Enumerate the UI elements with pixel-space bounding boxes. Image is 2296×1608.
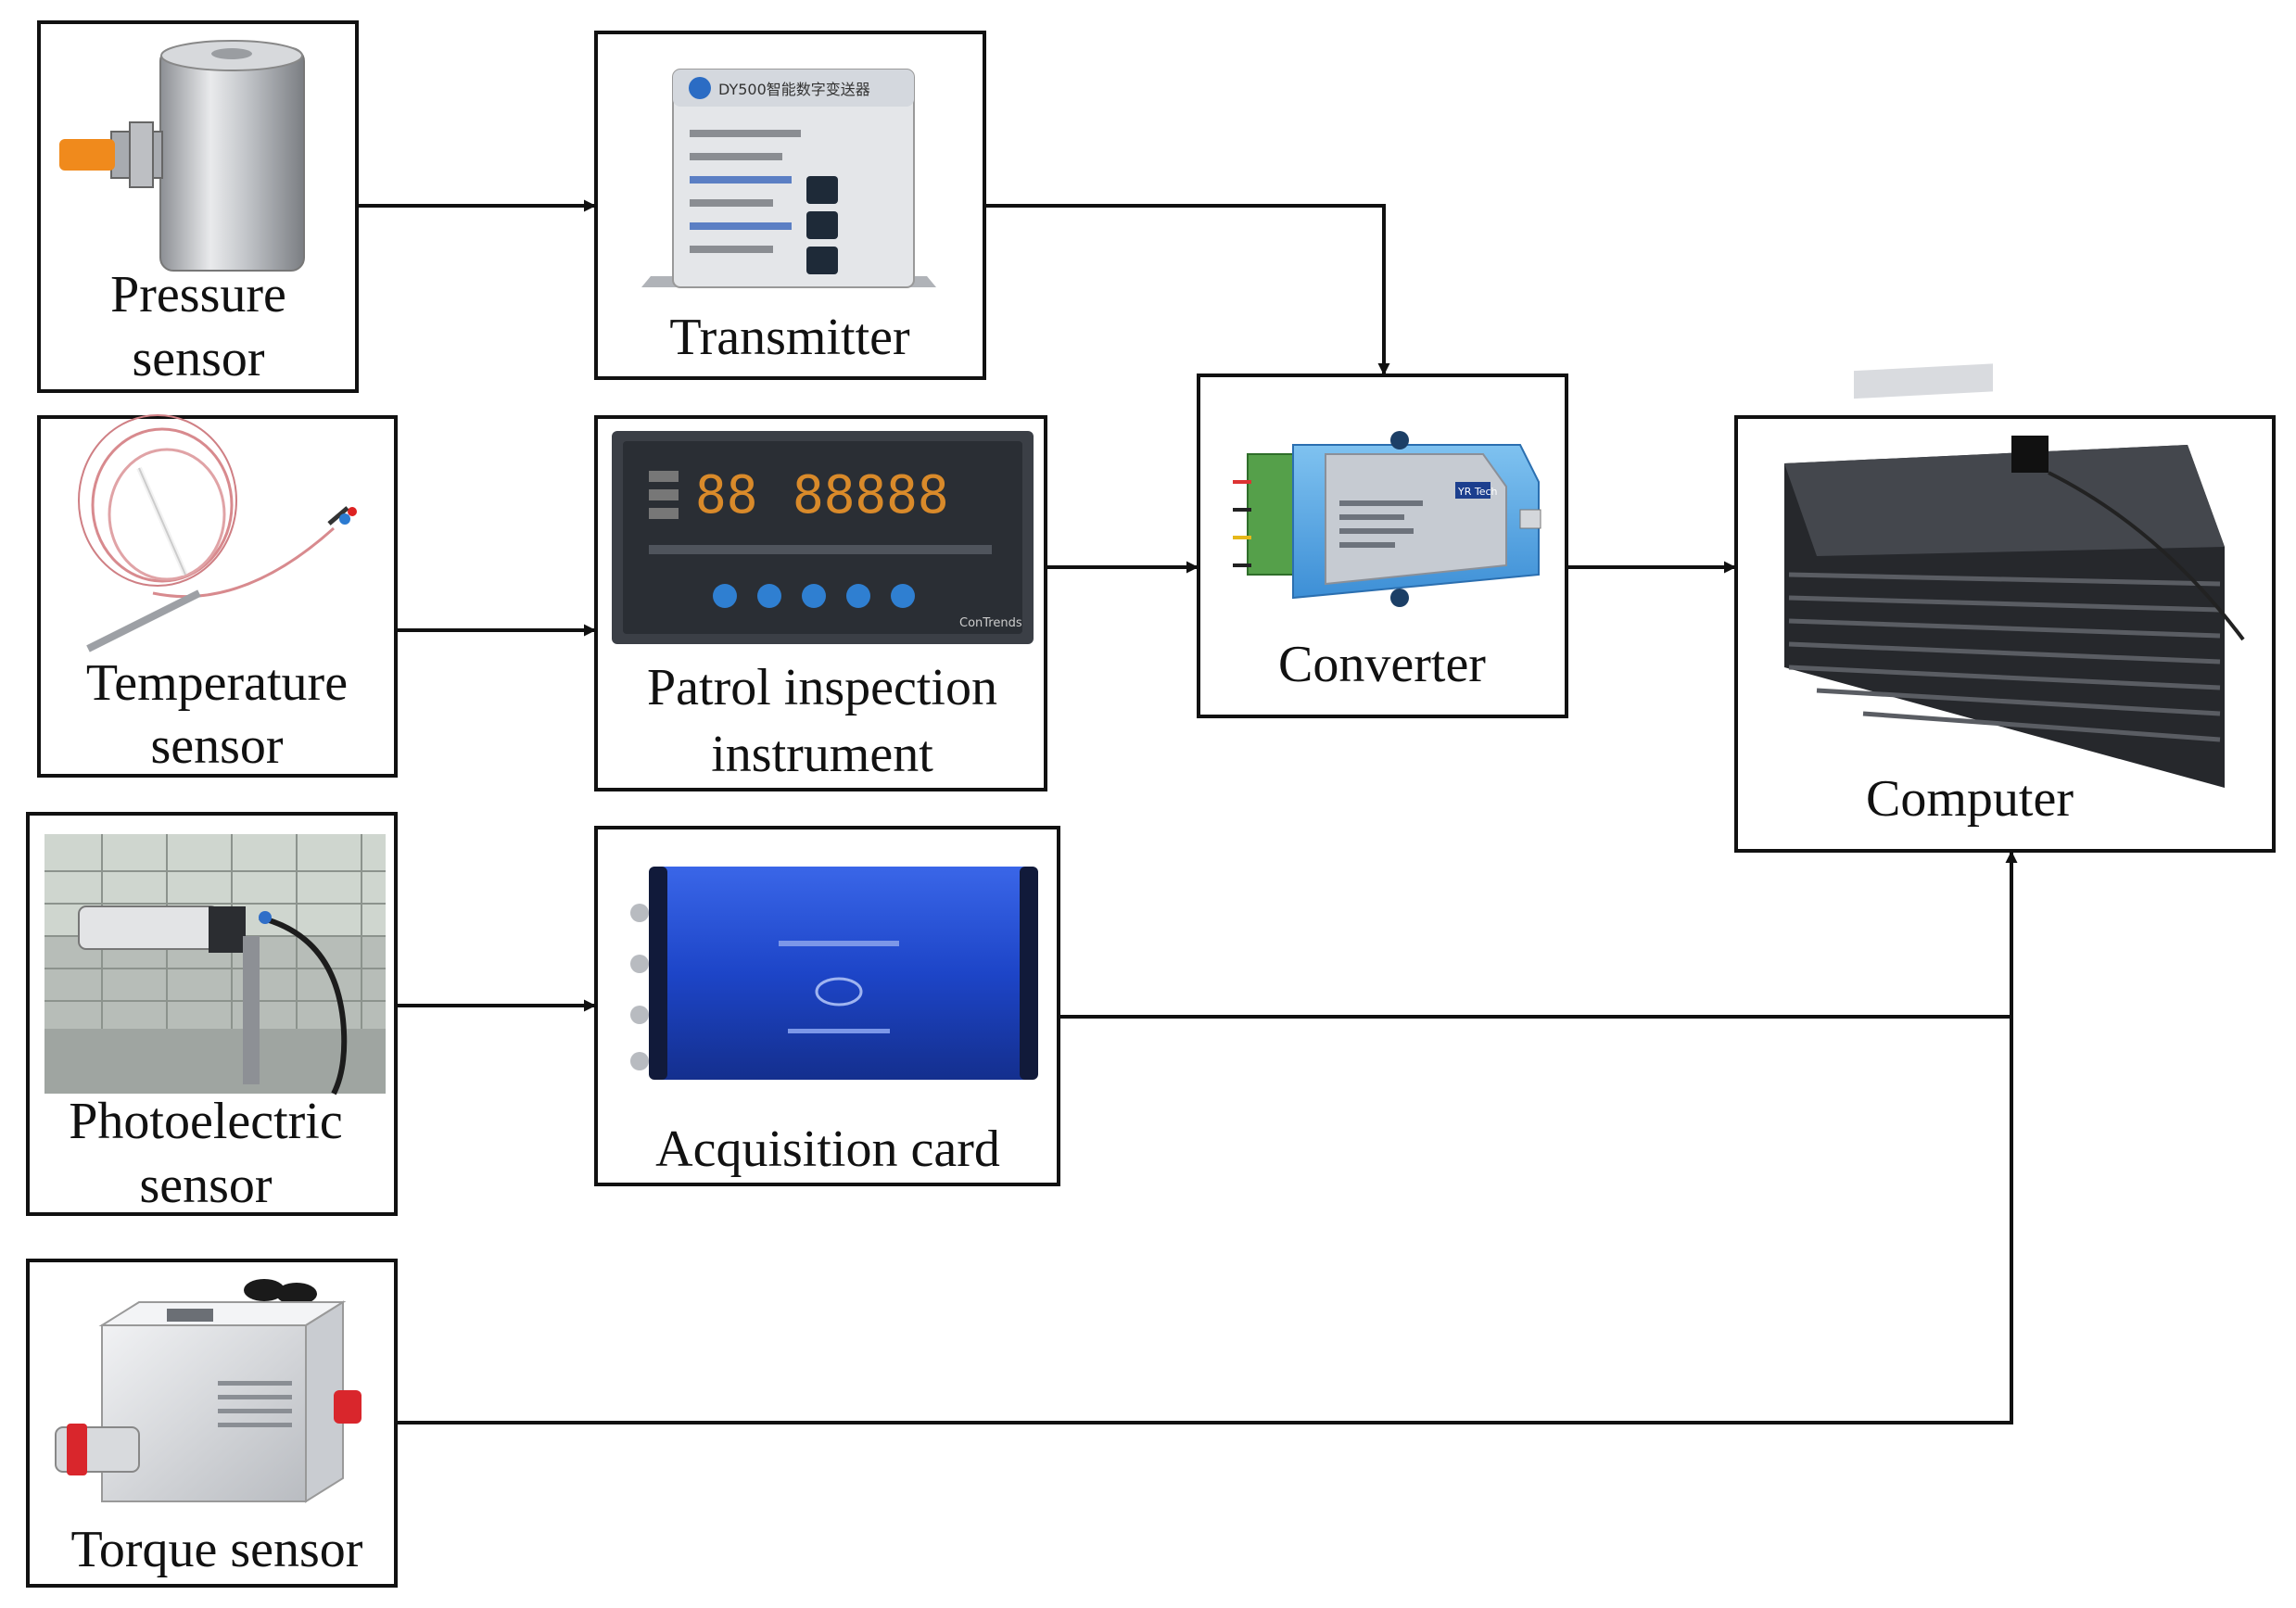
- acquisition-card-label: Acquisition card: [655, 1121, 1000, 1178]
- transmitter-panel-brand: DY500智能数字变送器: [718, 81, 870, 98]
- transmitter-image: DY500智能数字变送器: [641, 69, 936, 288]
- patrol-instrument-label-line1: Patrol inspection: [647, 659, 997, 716]
- pressure-sensor-label-line2: sensor: [132, 330, 264, 387]
- converter-device-brand: YR Tech: [1457, 486, 1498, 498]
- pressure-sensor-image: [59, 40, 305, 272]
- photoelectric-sensor-label-line1: Photoelectric: [69, 1093, 342, 1150]
- node-computer: Computer: [1734, 363, 2276, 853]
- converter-label: Converter: [1278, 636, 1486, 693]
- node-transmitter: DY500智能数字变送器 Transmitter: [594, 31, 986, 380]
- node-acquisition-card: Acquisition card: [594, 826, 1060, 1186]
- patrol-instrument-image: 88 88888 ConTrends: [612, 431, 1034, 644]
- computer-label: Computer: [1866, 770, 2074, 828]
- patrol-instrument-label-line2: instrument: [711, 726, 933, 783]
- temperature-sensor-label-line2: sensor: [150, 717, 283, 775]
- patrol-display-right: 88888: [793, 465, 949, 525]
- node-converter: YR Tech Converter: [1197, 374, 1568, 718]
- photoelectric-sensor-label-line2: sensor: [139, 1157, 272, 1214]
- patrol-display-left: 88: [695, 465, 757, 525]
- pressure-sensor-label-line1: Pressure: [110, 266, 286, 323]
- temperature-sensor-label-line1: Temperature: [86, 654, 348, 712]
- transmitter-label: Transmitter: [669, 309, 910, 366]
- edge-transmitter-to-converter: [984, 204, 1390, 375]
- acquisition-card-image: [630, 867, 1038, 1080]
- computer-image: [1784, 363, 2245, 788]
- node-photoelectric-sensor: Photoelectric sensor: [26, 812, 398, 1216]
- temperature-sensor-image: [78, 414, 357, 652]
- node-temperature-sensor: Temperature sensor: [37, 414, 398, 778]
- edge-torque-to-computer: [396, 851, 2018, 1424]
- node-patrol-inspection-instrument: 88 88888 ConTrends Patrol inspection ins…: [594, 415, 1047, 791]
- torque-sensor-image: [55, 1279, 362, 1503]
- connectors: [357, 199, 2018, 1424]
- converter-image: YR Tech: [1233, 431, 1541, 607]
- torque-sensor-label: Torque sensor: [71, 1521, 363, 1578]
- photoelectric-sensor-image: [44, 834, 386, 1095]
- node-torque-sensor: Torque sensor: [26, 1259, 398, 1588]
- patrol-instrument-brand: ConTrends: [959, 616, 1022, 630]
- node-pressure-sensor: Pressure sensor: [37, 20, 359, 393]
